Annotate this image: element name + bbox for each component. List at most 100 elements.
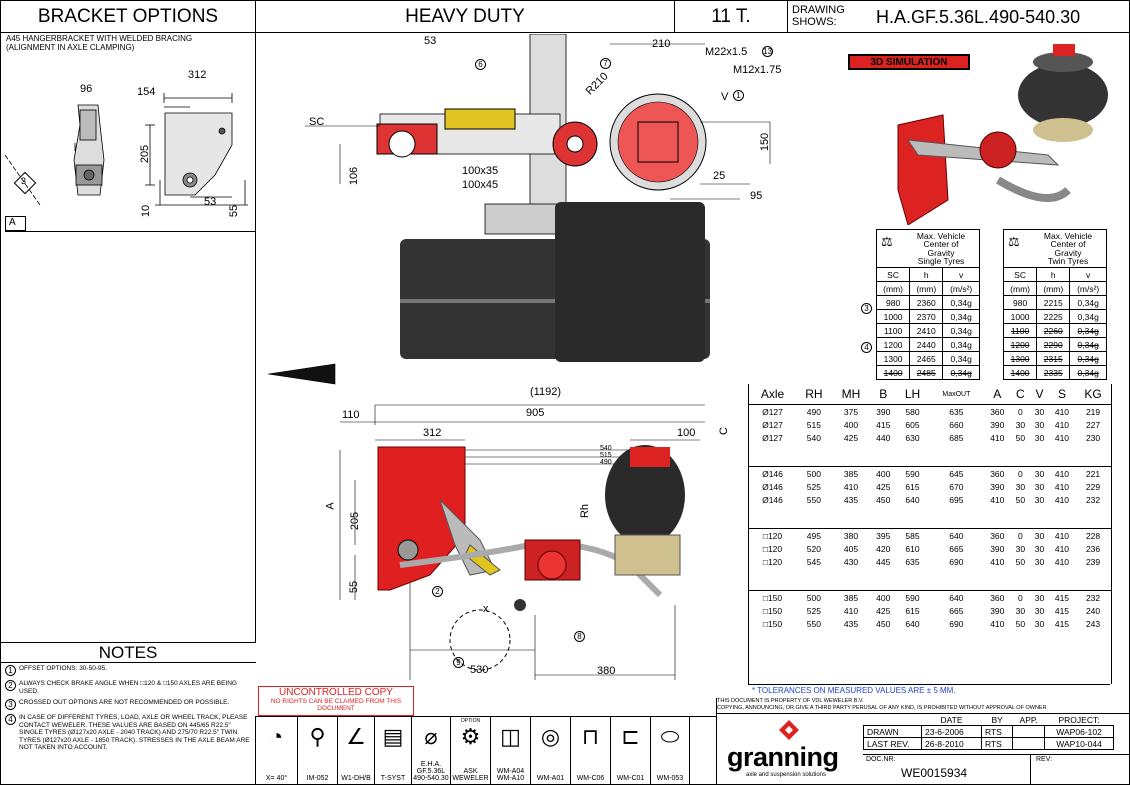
icon-cell: ⌀E.H.A. GF.5.36L 490-540.30 <box>412 716 451 784</box>
top-thread-m12: M12x1.75 <box>733 64 782 76</box>
top-dim-150: 150 <box>759 132 772 152</box>
cog-vehicle-icon: ⚖ <box>1008 234 1020 249</box>
brake-angle-icon: ◔ <box>269 724 284 749</box>
icon-cell: ∠W1-DH/B <box>338 716 375 784</box>
top-dim-95: 95 <box>750 190 763 202</box>
icon-cell: ▤T-SYST <box>375 716 412 784</box>
side-dim-a: A <box>324 502 337 510</box>
angle-f-icon: ∠ <box>346 724 366 749</box>
3d-simulation-image <box>897 44 1108 225</box>
marker-1: 1 <box>733 90 744 101</box>
cog-vehicle-icon: ⚖ <box>881 234 893 249</box>
top-thread-m22: M22x1.5 <box>705 46 748 58</box>
side-dim-110: 110 <box>342 409 360 421</box>
axle-table-header: MH <box>831 384 871 405</box>
top-dim-53: 53 <box>424 35 437 47</box>
wrench-icon: ⚲ <box>309 724 326 749</box>
3d-simulation-badge: 3D SIMULATION <box>848 54 970 70</box>
beam-size-2: 100x45 <box>462 179 499 191</box>
bracket-dim-drop: 55 <box>228 204 241 218</box>
axle-table-header: A <box>984 384 1011 405</box>
type-title: HEAVY DUTY <box>255 0 675 33</box>
option-icon: ⚙ <box>460 724 481 749</box>
icon-cell: ⚲IM-052 <box>298 716 338 784</box>
bracket-options-title: BRACKET OPTIONS <box>0 0 256 33</box>
marker-2: 2 <box>432 586 443 597</box>
marker-6: 6 <box>475 59 486 70</box>
marker-4: 4 <box>861 342 872 353</box>
icon-cell: ⬭WM-053 <box>651 716 690 784</box>
side-dim-rh: Rh <box>579 503 592 519</box>
marker-7: 7 <box>600 58 611 69</box>
document-icon: ▤ <box>382 724 404 749</box>
icon-cell: OPTION⚙ASK WEWELER <box>451 716 491 784</box>
side-dim-540: 540 <box>600 445 612 452</box>
icon-cell: ◔X= 40° <box>256 716 298 784</box>
side-dim-905: 905 <box>526 407 545 419</box>
option-letter-cell: A <box>5 216 26 231</box>
top-view-drawing <box>267 34 771 385</box>
doc-number-cell: DOC.NR: WE0015934 <box>863 754 1031 785</box>
bracket-dim-bottom: 10 <box>140 204 153 218</box>
bracket-dim-height: 205 <box>139 144 152 164</box>
top-dim-106: 106 <box>348 166 361 186</box>
bracket-drawing <box>4 93 248 206</box>
axle-table-header: S <box>1048 384 1076 405</box>
left-panel-divider <box>255 32 256 642</box>
marker-3: 3 <box>861 303 872 314</box>
side-dim-55: 55 <box>348 580 361 594</box>
bracket-description: A45 HANGERBRACKET WITH WELDED BRACING(AL… <box>6 34 193 52</box>
axle-table-header: MaxOUT <box>928 384 985 405</box>
side-dim-100: 100 <box>677 427 696 439</box>
notes-title: NOTES <box>98 643 158 662</box>
beam-size-1: 100x35 <box>462 165 499 177</box>
icon-cell: ⊓WM-C06 <box>571 716 611 784</box>
axle-table-header: Axle <box>749 384 796 405</box>
side-dim-380: 380 <box>597 665 616 677</box>
side-dim-312: 312 <box>423 427 442 439</box>
axle-pad-icon: ◫ <box>500 724 521 749</box>
side-dim-x: x <box>483 603 489 615</box>
bracket-dim-length: 312 <box>188 69 207 81</box>
top-dim-25: 25 <box>713 170 726 182</box>
icon-cell: ◫WM-A04 WM-A10 <box>491 716 531 784</box>
top-dim-sc: SC <box>309 116 325 128</box>
rev-label: REV: <box>1036 756 1053 763</box>
axle-table-header: C <box>1010 384 1031 405</box>
side-dim-c: C <box>717 427 730 435</box>
marker-8: 8 <box>574 631 585 642</box>
axle-table-header: B <box>870 384 897 405</box>
granning-logo-icon <box>779 720 799 740</box>
bracket-dim-offset: 154 <box>137 86 156 98</box>
airbag-icon: ⬭ <box>660 724 680 749</box>
side-view-drawing <box>339 404 705 680</box>
bracket-cut-icon: ⊏ <box>621 724 640 749</box>
axle-table-header: KG <box>1075 384 1111 405</box>
capacity-title: 11 T. <box>674 0 788 33</box>
side-dim-205: 205 <box>349 511 362 531</box>
